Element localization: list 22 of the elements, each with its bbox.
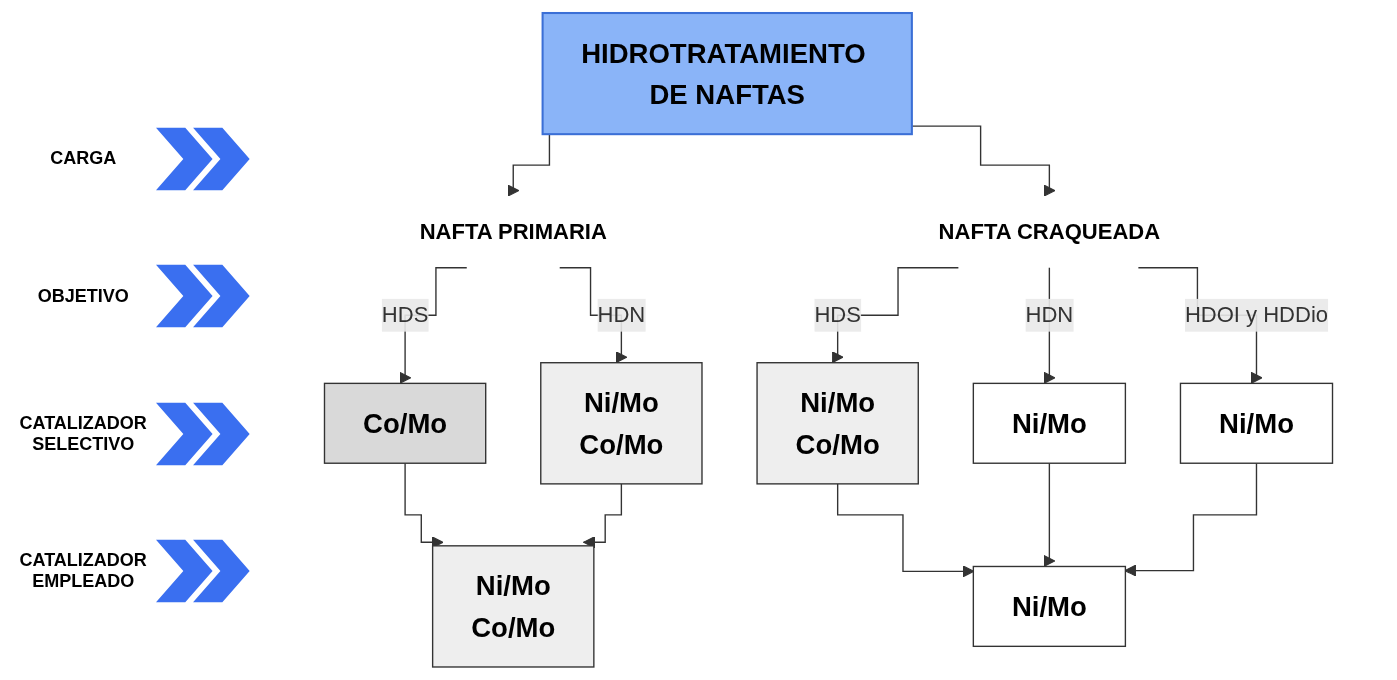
row-label: CARGA bbox=[49, 148, 118, 170]
row-label: OBJETIVO bbox=[36, 285, 130, 307]
node-text: NAFTA CRAQUEADA bbox=[938, 219, 1161, 243]
node-box: HIDROTRATAMIENTO DE NAFTAS bbox=[541, 11, 913, 136]
arrow bbox=[911, 125, 1056, 197]
edge-label: HDN bbox=[597, 302, 646, 327]
node-text: NAFTA PRIMARIA bbox=[419, 219, 607, 243]
node-box: Ni/Mo bbox=[972, 382, 1127, 464]
node-box: Co/Mo bbox=[323, 382, 487, 464]
node-box: Ni/Mo Co/Mo bbox=[540, 362, 703, 485]
node-box: Ni/Mo Co/Mo bbox=[756, 362, 919, 485]
row-label: CATALIZADOR EMPLEADO bbox=[18, 550, 148, 593]
arrow bbox=[1043, 462, 1056, 568]
edge-label: HDS bbox=[381, 302, 429, 327]
edge-label: HDOI y HDDio bbox=[1184, 302, 1329, 327]
node-box: Ni/Mo bbox=[972, 565, 1127, 648]
edge-label: HDS bbox=[814, 302, 861, 327]
edge-label: HDN bbox=[1025, 302, 1074, 327]
node-box: Ni/Mo bbox=[1179, 382, 1334, 464]
arrow bbox=[1124, 462, 1258, 577]
row-label: CATALIZADOR SELECTIVO bbox=[18, 412, 148, 455]
node-box: Ni/Mo Co/Mo bbox=[431, 545, 595, 668]
